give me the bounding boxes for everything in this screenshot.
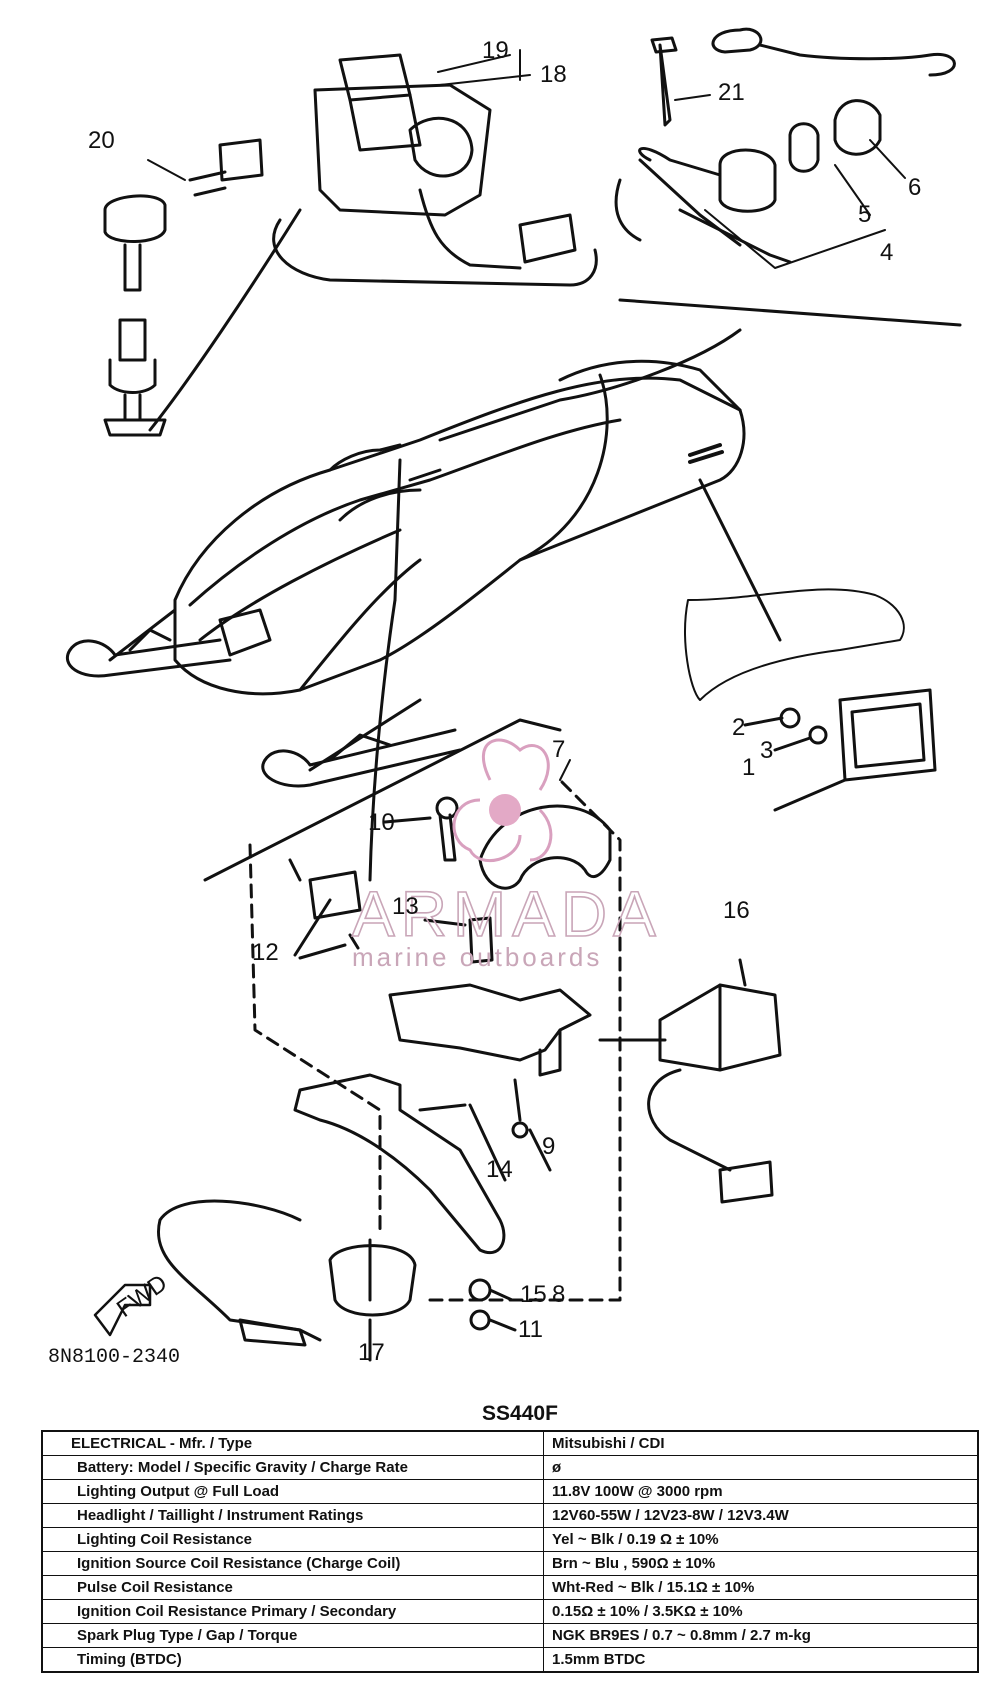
callout-5: 5 xyxy=(858,201,871,228)
callout-18: 18 xyxy=(540,61,567,88)
spec-label: Battery: Model / Specific Gravity / Char… xyxy=(41,1455,544,1480)
exploded-parts-diagram: ARMADA marine outboards 1 2 3 4 5 6 7 8 … xyxy=(48,27,962,1369)
table-row: Lighting Output @ Full Load 11.8V 100W @… xyxy=(41,1479,979,1504)
lamp-plate-illustration xyxy=(684,478,937,812)
callout-11: 11 xyxy=(518,1316,543,1343)
table-row: Timing (BTDC) 1.5mm BTDC xyxy=(41,1647,979,1673)
spec-label: Ignition Coil Resistance Primary / Secon… xyxy=(41,1599,544,1624)
key-switch-illustration xyxy=(438,27,962,442)
table-row: Ignition Coil Resistance Primary / Secon… xyxy=(41,1599,979,1624)
callout-10: 10 xyxy=(368,809,395,836)
table-row: Battery: Model / Specific Gravity / Char… xyxy=(41,1455,979,1480)
spec-label: Headlight / Taillight / Instrument Ratin… xyxy=(41,1503,544,1528)
callout-19: 19 xyxy=(482,37,509,64)
callout-8: 8 xyxy=(552,1281,565,1308)
callout-15: 15 xyxy=(520,1281,547,1308)
table-row: Ignition Source Coil Resistance (Charge … xyxy=(41,1551,979,1576)
callout-9: 9 xyxy=(542,1133,555,1160)
watermark-tagline: marine outboards xyxy=(352,942,602,972)
electrical-spec-table: ELECTRICAL - Mfr. / Type Mitsubishi / CD… xyxy=(41,1430,979,1673)
spec-label: Ignition Source Coil Resistance (Charge … xyxy=(41,1551,544,1576)
snowmobile-illustration xyxy=(66,359,746,788)
forward-direction-arrow xyxy=(93,1283,152,1337)
spec-value: Brn ~ Blu , 590Ω ± 10% xyxy=(543,1551,979,1576)
callout-3: 3 xyxy=(760,737,773,764)
spec-label: Lighting Output @ Full Load xyxy=(41,1479,544,1504)
callout-7: 7 xyxy=(552,736,565,763)
callout-14: 14 xyxy=(486,1156,513,1183)
spec-label: Spark Plug Type / Gap / Torque xyxy=(41,1623,544,1648)
callout-12: 12 xyxy=(252,939,279,966)
spec-value: 1.5mm BTDC xyxy=(543,1647,979,1673)
spec-value: ø xyxy=(543,1455,979,1480)
spec-label: ELECTRICAL - Mfr. / Type xyxy=(41,1430,544,1456)
table-row: Headlight / Taillight / Instrument Ratin… xyxy=(41,1503,979,1528)
callout-21: 21 xyxy=(718,79,745,106)
table-row: Spark Plug Type / Gap / Torque NGK BR9ES… xyxy=(41,1623,979,1648)
callout-17: 17 xyxy=(358,1339,385,1366)
table-row: Pulse Coil Resistance Wht-Red ~ Blk / 15… xyxy=(41,1575,979,1600)
callout-numbers: 1 2 3 4 5 6 7 8 9 10 11 12 13 14 15 16 1… xyxy=(48,37,921,1369)
spec-value: Mitsubishi / CDI xyxy=(543,1430,979,1456)
table-row: ELECTRICAL - Mfr. / Type Mitsubishi / CD… xyxy=(41,1430,979,1456)
spec-value: 11.8V 100W @ 3000 rpm xyxy=(543,1479,979,1504)
throttle-assembly-illustration xyxy=(157,458,782,1362)
spec-value: 12V60-55W / 12V23-8W / 12V3.4W xyxy=(543,1503,979,1528)
callout-2: 2 xyxy=(732,714,745,741)
fwd-label: FWD xyxy=(112,1269,172,1322)
callout-4: 4 xyxy=(880,239,893,266)
spec-label: Timing (BTDC) xyxy=(41,1647,544,1673)
diagram-part-number: 8N8100-2340 xyxy=(48,1346,180,1369)
spec-label: Lighting Coil Resistance xyxy=(41,1527,544,1552)
plug-connector-illustration xyxy=(103,138,302,437)
callout-6: 6 xyxy=(908,174,921,201)
spec-value: NGK BR9ES / 0.7 ~ 0.8mm / 2.7 m-kg xyxy=(543,1623,979,1648)
watermark-logo: ARMADA marine outboards xyxy=(351,738,662,972)
spec-model-title: SS440F xyxy=(482,1402,558,1425)
callout-1: 1 xyxy=(742,754,755,781)
spec-value: Yel ~ Blk / 0.19 Ω ± 10% xyxy=(543,1527,979,1552)
ignition-coil-illustration xyxy=(272,53,598,287)
spec-value: Wht-Red ~ Blk / 15.1Ω ± 10% xyxy=(543,1575,979,1600)
callout-13: 13 xyxy=(392,893,419,920)
callout-20: 20 xyxy=(88,127,115,154)
callout-16: 16 xyxy=(723,897,750,924)
spec-label: Pulse Coil Resistance xyxy=(41,1575,544,1600)
watermark-brand: ARMADA xyxy=(352,878,662,950)
spec-value: 0.15Ω ± 10% / 3.5KΩ ± 10% xyxy=(543,1599,979,1624)
table-row: Lighting Coil Resistance Yel ~ Blk / 0.1… xyxy=(41,1527,979,1552)
